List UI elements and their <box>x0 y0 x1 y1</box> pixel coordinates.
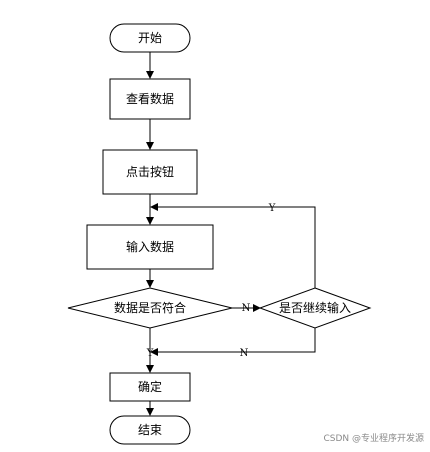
input-data-node <box>86 224 214 270</box>
end-node <box>109 415 191 445</box>
edge-continue-yes-loop <box>150 203 316 288</box>
edge-continue-yes-label: Y <box>268 203 276 214</box>
end-label: 结束 <box>138 423 162 437</box>
continue-input-label: 是否继续输入 <box>279 300 351 315</box>
watermark: CSDN @专业程序开发源 <box>323 434 424 444</box>
data-match-label: 数据是否符合 <box>114 300 186 315</box>
view-data-node <box>109 78 191 120</box>
confirm-node <box>109 372 191 402</box>
view-data-label: 查看数据 <box>126 91 174 106</box>
edge-continue-no <box>150 328 316 356</box>
start-label: 开始 <box>138 31 162 45</box>
click-button-label: 点击按钮 <box>126 164 174 179</box>
edge-match-yes-label: Y <box>146 348 154 359</box>
edge-match-no-label: N <box>242 303 251 314</box>
confirm-label: 确定 <box>138 379 162 394</box>
edge-continue-no-label: N <box>240 348 249 359</box>
input-data-label: 输入数据 <box>126 239 174 254</box>
